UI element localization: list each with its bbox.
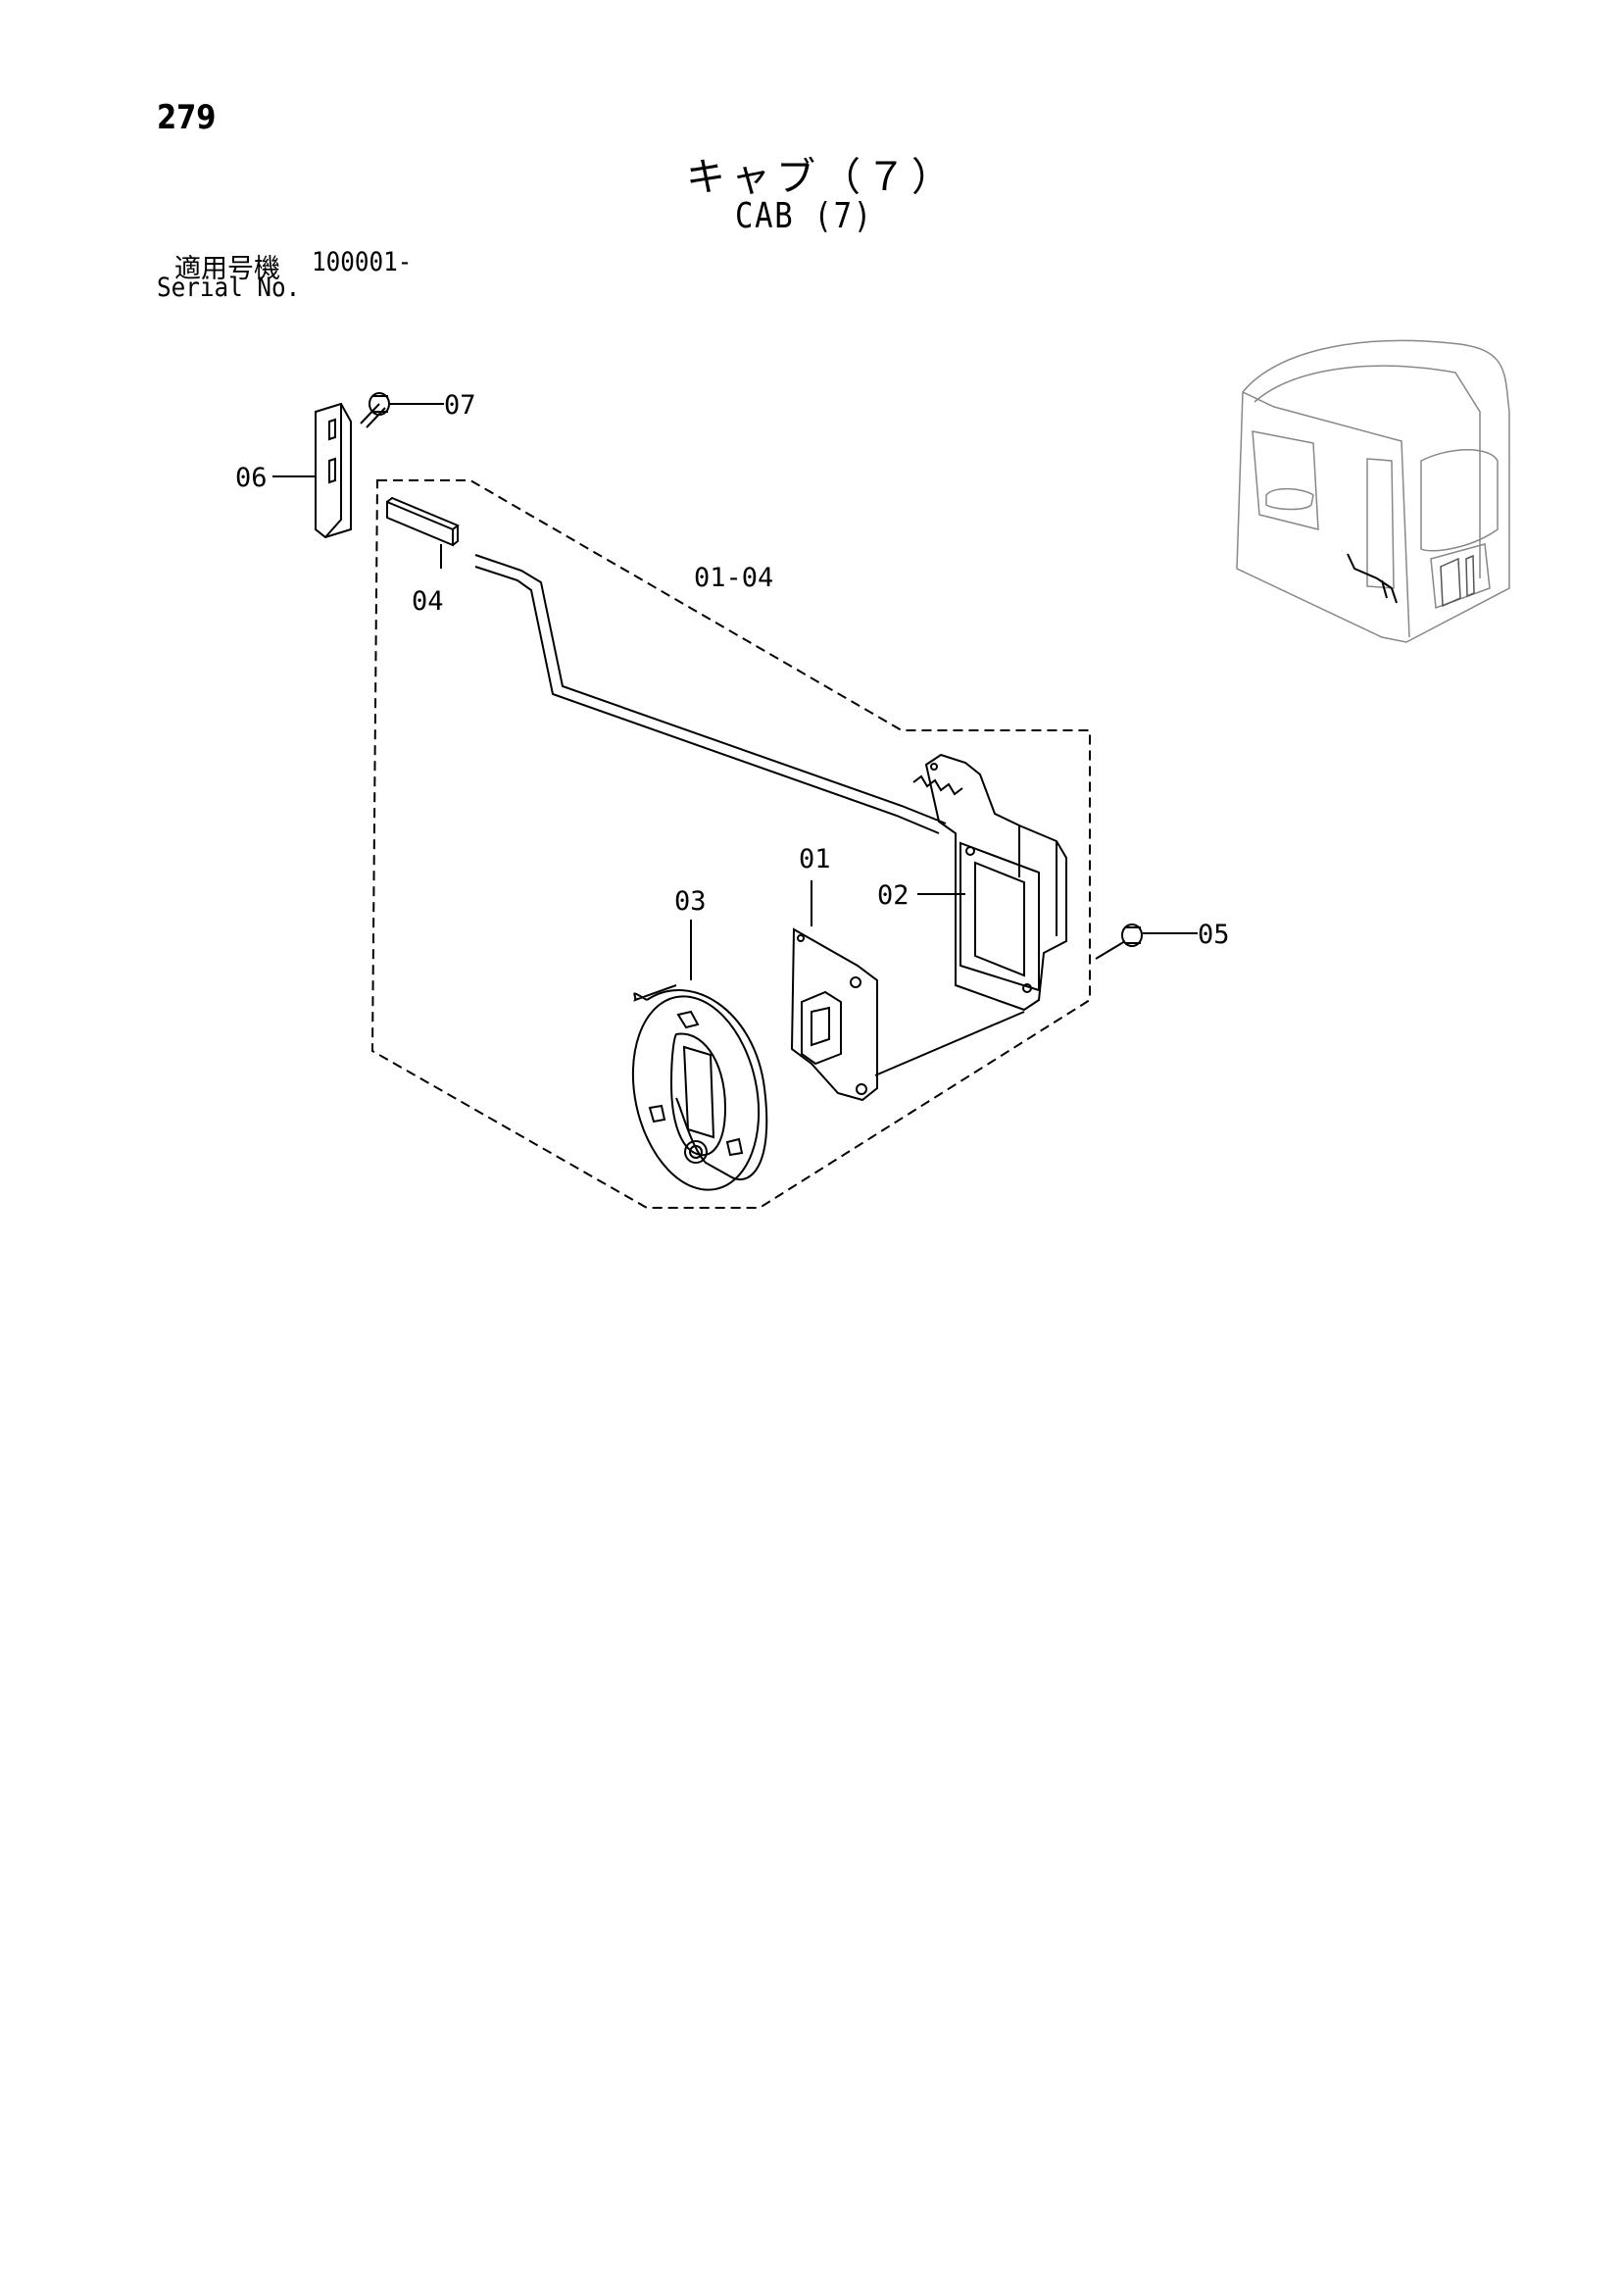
cab-inset-drawing	[1236, 339, 1510, 643]
part-07-bolt-drawing	[360, 392, 390, 428]
part-06-plate-drawing	[315, 402, 352, 539]
spring-drawing	[912, 774, 963, 796]
part-label-01: 01	[799, 844, 831, 874]
assembly-boundary-dashed	[370, 479, 1091, 1209]
connector-line-01-02	[874, 1011, 1025, 1076]
part-01-latch-drawing	[790, 927, 878, 1102]
cab-inset-latch-highlight	[1347, 553, 1398, 604]
serial-label-english: Serial No.	[157, 273, 301, 303]
cab-inset-label-box	[1440, 554, 1475, 608]
part-label-06: 06	[235, 463, 268, 493]
release-rod-drawing	[474, 554, 947, 834]
part-03-escutcheon-drawing	[631, 984, 768, 1191]
part-05-bolt-drawing	[1095, 923, 1143, 960]
serial-label-japanese: 適用号機	[174, 254, 280, 284]
part-label-07: 07	[444, 390, 476, 421]
part-label-05: 05	[1198, 920, 1230, 950]
part-label-02: 02	[877, 880, 910, 911]
page-number: 279	[157, 98, 217, 137]
page-title-japanese: キャブ（７）	[686, 155, 957, 200]
part-02-housing-drawing	[924, 753, 1067, 1012]
part-label-04: 04	[412, 586, 444, 617]
part-label-01-04: 01-04	[694, 563, 773, 593]
serial-number: 100001-	[312, 247, 413, 277]
page-title-english: CAB (7)	[735, 196, 873, 236]
part-04-cap-drawing	[386, 496, 460, 547]
part-label-03: 03	[674, 886, 707, 917]
